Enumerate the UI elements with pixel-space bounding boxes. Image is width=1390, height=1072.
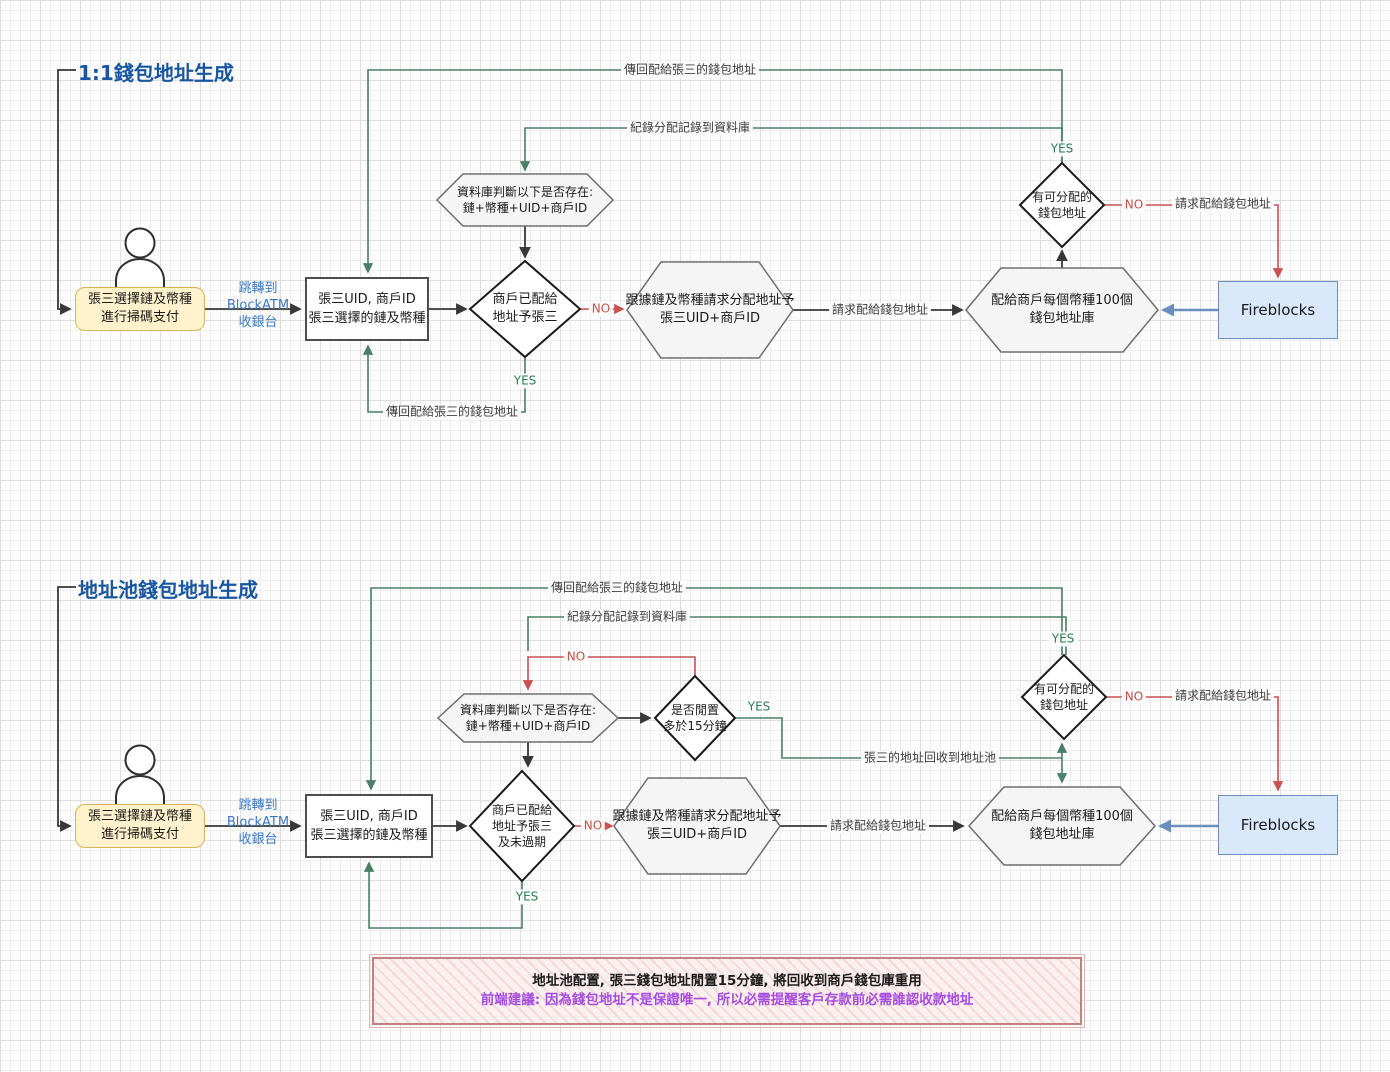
flow2-yes-idle-label: YES [744,699,774,715]
flow2-request-assign-hexagon[interactable] [613,777,781,875]
flow1-no-available-label: NO [1121,197,1147,213]
flow2-fireblocks-node[interactable]: Fireblocks [1218,795,1338,855]
flow1-edge-no-available-to-fireblocks [1104,204,1284,279]
flow1-no-assigned-label: NO [588,301,614,317]
flow2-return-top-label: 傳回配給張三的錢包地址 [547,580,687,596]
flow2-edge-title-bracket [57,586,76,832]
flow2-db-check-hexagon[interactable] [436,693,620,743]
flow1-edge-yes-return-bottom [362,344,526,413]
flow2-start-node[interactable]: 張三選擇鏈及幣種 進行掃碼支付 [75,804,205,848]
note-line2: 前端建議: 因為錢包地址不是保證唯一, 所以必需提醒客戶存款前必需誰認收款地址 [480,992,974,1008]
flow2-no-idle-label: NO [563,649,589,665]
flow2-no-assigned-label: NO [580,818,606,834]
flow1-title: 1:1錢包地址生成 [78,61,234,85]
flow1-edge-return-top [362,69,1063,274]
flow2-recycle-label: 張三的地址回收到地址池 [860,750,1000,766]
flow2-assigned-diamond[interactable] [468,769,576,883]
flow1-db-check-hexagon[interactable] [435,173,615,227]
flow1-edge-record-db [519,127,1063,172]
flow2-db-check-label: 資料庫判斷以下是否存在: 鏈+幣種+UID+商戶ID [459,703,597,733]
flow1-start-node[interactable]: 張三選擇鏈及幣種 進行掃碼支付 [75,287,205,331]
flow2-yes-top-label: YES [1048,631,1078,647]
flow1-yes-top-label: YES [1047,141,1077,157]
flow1-wallet-pool-hexagon[interactable] [965,267,1159,353]
flow2-edge-return-top [365,587,1063,791]
flow1-assigned-label: 商戶已配給 地址予張三 [492,292,558,325]
flow2-request-mid-label: 請求配給錢包地址 [826,818,930,834]
flow2-uid-node[interactable]: 張三UID, 商戶ID 張三選擇的鏈及幣種 [305,794,433,858]
flow2-assigned-label: 商戶已配給 地址予張三 及未過期 [491,803,553,849]
flow2-record-db-label: 紀錄分配記錄到資料庫 [563,609,691,625]
address-pool-note[interactable]: 地址池配置, 張三錢包地址閒置15分鐘, 將回收到商戶錢包庫重用 前端建議: 因… [369,954,1085,1028]
flow2-edge-yes-return-bottom [363,861,523,929]
flow2-no-available-label: NO [1121,689,1147,705]
flow1-available-diamond[interactable] [1018,161,1106,249]
flow1-jump-label: 跳轉到 BlockATM 收銀台 [226,281,290,330]
flow1-return-bottom-label: 傳回配給張三的錢包地址 [382,404,522,420]
flow2-idle-diamond[interactable] [653,674,737,762]
flow1-fireblocks-node[interactable]: Fireblocks [1218,281,1338,339]
flow1-available-label: 有可分配的 錢包地址 [1031,190,1093,220]
flow1-request-assign-hexagon[interactable] [626,261,794,359]
flow2-yes-assigned-label: YES [512,889,542,905]
flow1-edge-title-bracket [57,69,76,315]
flow2-wallet-pool-hexagon[interactable] [967,786,1157,866]
flow1-request-right-label: 請求配給錢包地址 [1171,196,1275,212]
flow1-request-mid-label: 請求配給錢包地址 [828,302,932,318]
flow2-request-right-label: 請求配給錢包地址 [1171,688,1275,704]
flow2-jump-label: 跳轉到 BlockATM 收銀台 [226,798,290,847]
flow2-available-label: 有可分配的 錢包地址 [1033,682,1095,712]
flow2-edge-no-available-to-fireblocks [1106,696,1284,792]
flow1-record-db-label: 紀錄分配記錄到資料庫 [626,120,754,136]
flow1-return-top-label: 傳回配給張三的錢包地址 [620,62,760,78]
flow2-title: 地址池錢包地址生成 [78,578,258,602]
flow2-wallet-pool-label: 配給商戶每個幣種100個 錢包地址庫 [991,809,1133,842]
flow1-uid-node[interactable]: 張三UID, 商戶ID 張三選擇的鏈及幣種 [305,277,429,341]
flow1-db-check-label: 資料庫判斷以下是否存在: 鏈+幣種+UID+商戶ID [456,185,594,215]
flow2-idle-label: 是否閒置 多於15分鐘 [663,703,727,733]
flow1-request-assign-label: 跟據鏈及幣種請求分配地址予 張三UID+商戶ID [625,293,795,326]
flow1-assigned-diamond[interactable] [468,259,582,359]
flow2-request-assign-label: 跟據鏈及幣種請求分配地址予 張三UID+商戶ID [612,809,782,842]
flow1-wallet-pool-label: 配給商戶每個幣種100個 錢包地址庫 [991,293,1133,326]
flow2-edge-no-idle-to-db [522,656,696,691]
flow1-yes-assigned-label: YES [510,373,540,389]
note-line1: 地址池配置, 張三錢包地址閒置15分鐘, 將回收到商戶錢包庫重用 [532,973,922,989]
flow2-available-diamond[interactable] [1020,653,1108,741]
